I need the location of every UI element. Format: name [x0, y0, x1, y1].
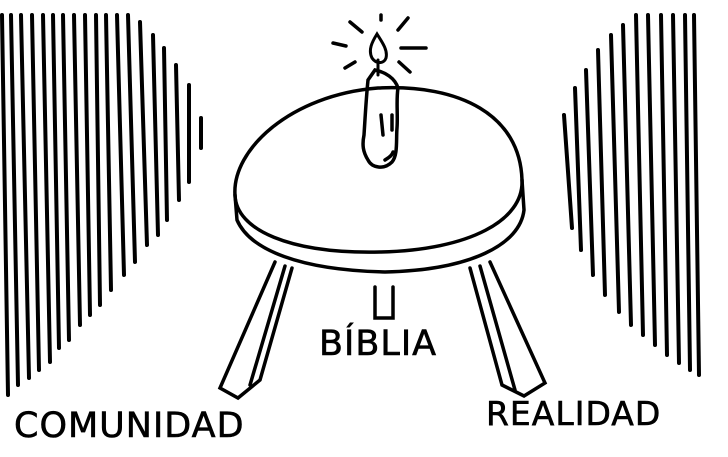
three-legged-stool — [217, 85, 548, 401]
label-realidad: REALIDAD — [486, 394, 662, 434]
label-comunidad: COMUNIDAD — [14, 406, 245, 447]
right-hatched-wall — [562, 13, 701, 377]
label-biblia: BÍBLIA — [319, 324, 438, 365]
left-hatched-wall — [0, 13, 203, 397]
candle-icon — [331, 13, 428, 169]
